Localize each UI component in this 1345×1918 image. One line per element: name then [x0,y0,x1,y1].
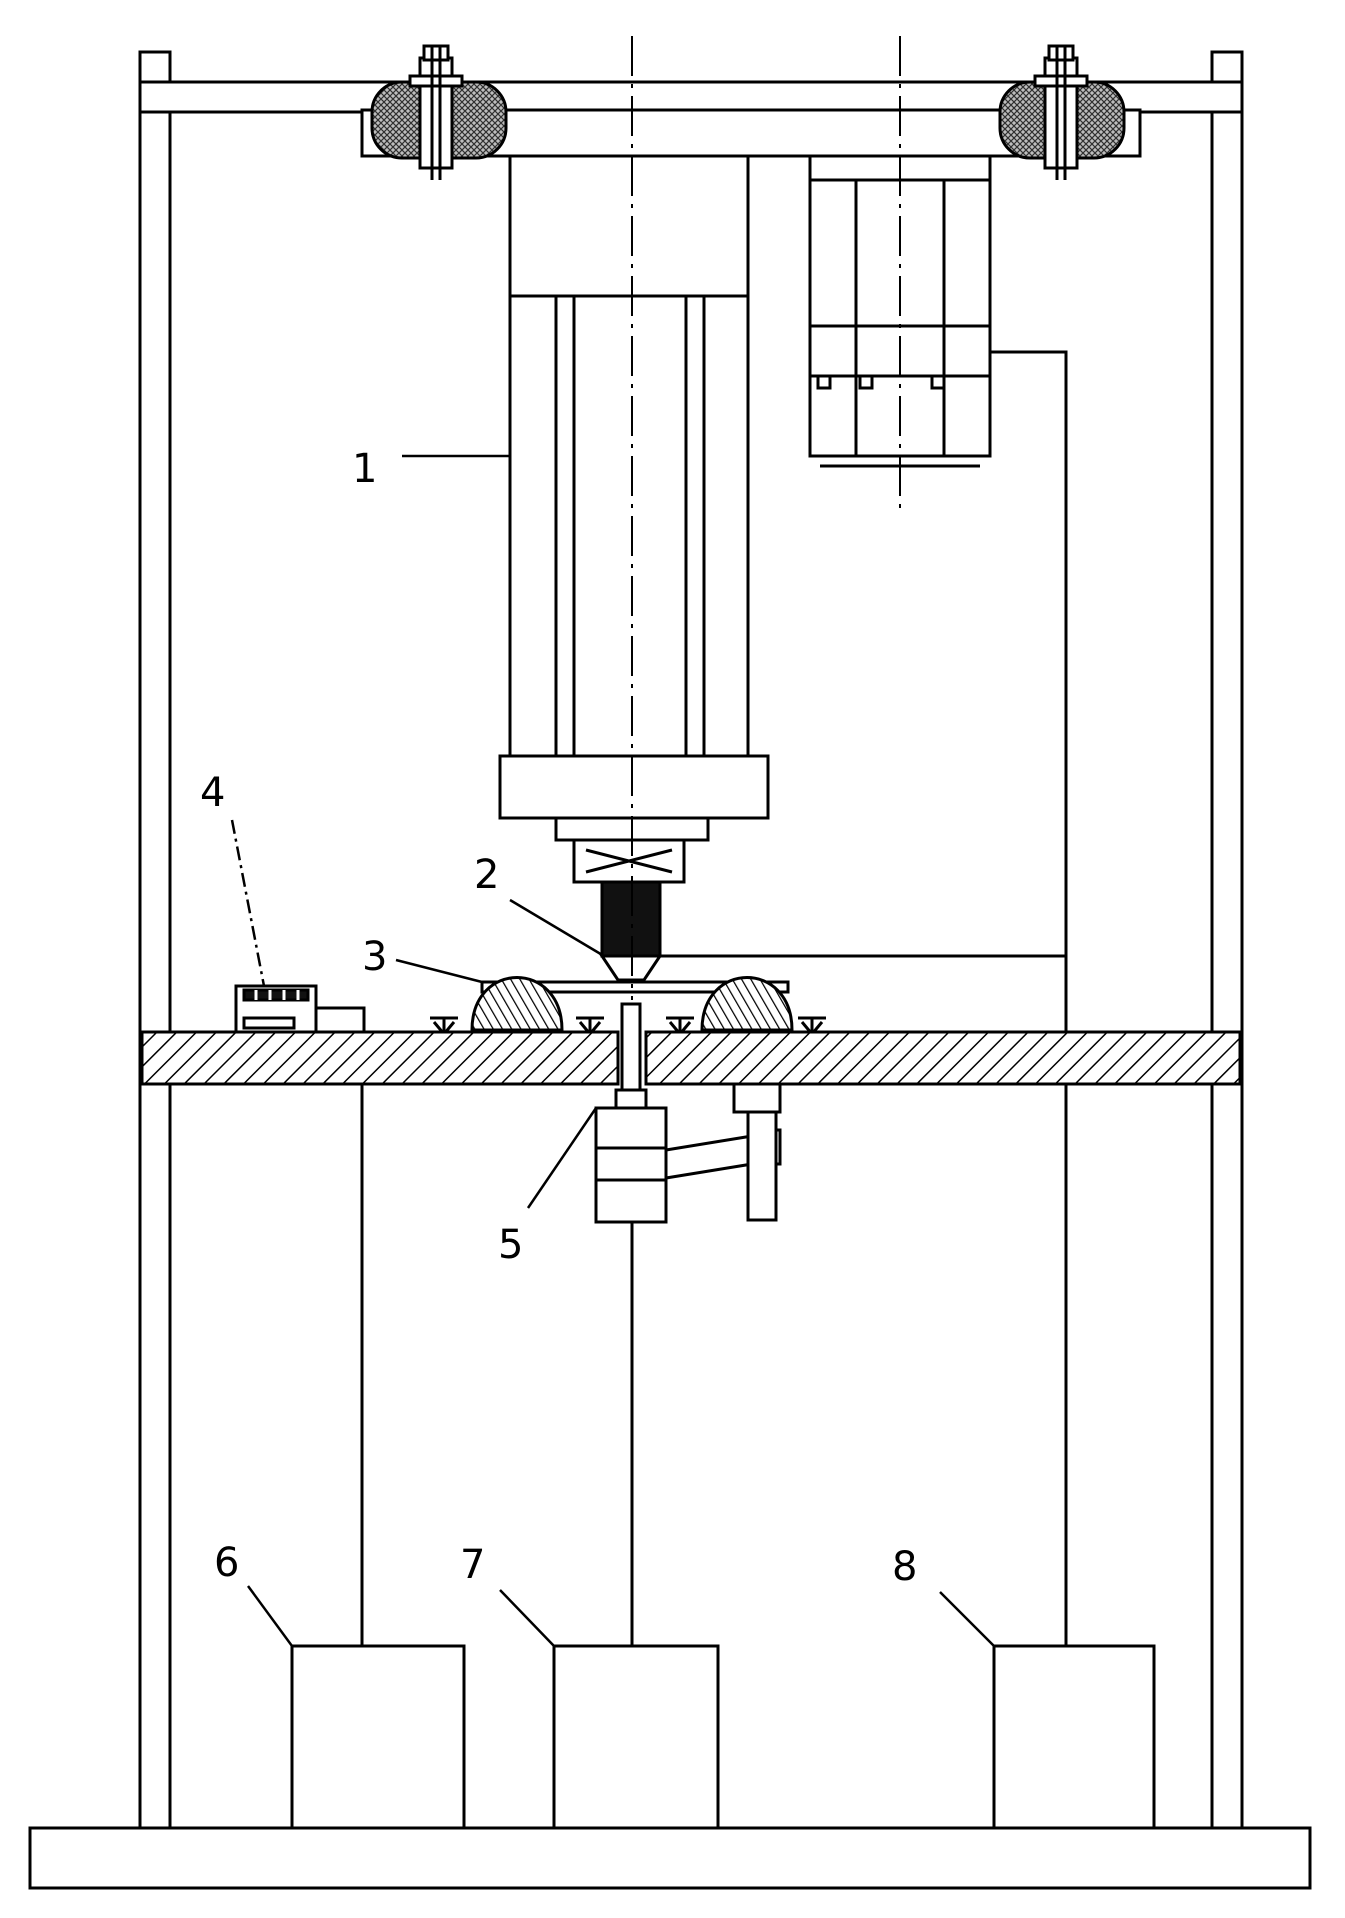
specimen-plate [480,980,790,994]
leader-lines [230,454,995,1647]
sensor-block [234,984,366,1034]
right-support [700,976,794,1032]
base-plate [28,1826,1312,1890]
unit-7-box [552,1644,720,1830]
right-damper [998,44,1126,180]
unit-8-box [992,1644,1156,1830]
label-4: 4 [200,770,225,816]
lower-probe [594,1002,782,1224]
cable-to-unit-8 [990,350,1068,1646]
label-5: 5 [498,1222,523,1268]
label-7: 7 [460,1542,485,1588]
label-3: 3 [362,934,387,980]
label-1: 1 [352,446,377,492]
label-6: 6 [214,1540,239,1586]
left-column [138,50,172,1830]
main-actuator [498,154,770,884]
part-labels: 1 2 3 4 5 6 7 8 [200,446,917,1590]
work-table [140,1030,1242,1086]
left-support [470,976,564,1032]
left-damper [370,44,508,180]
center-lines [631,36,901,1000]
right-column [1210,50,1244,1830]
label-8: 8 [892,1544,917,1590]
label-2: 2 [474,852,499,898]
unit-6-box [290,1644,466,1830]
